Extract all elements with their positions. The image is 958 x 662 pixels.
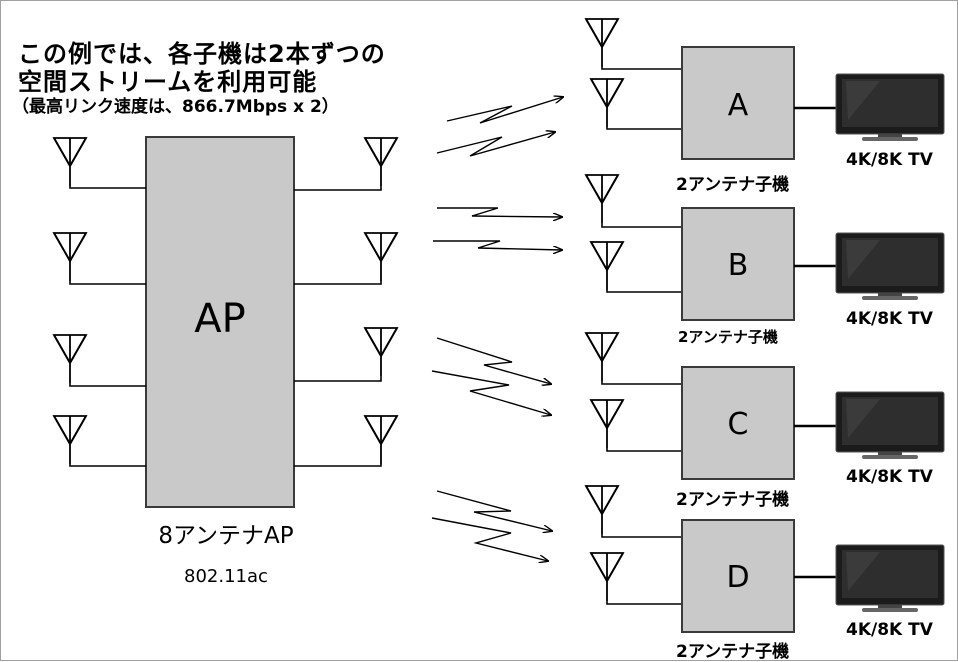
ap-antenna-right-4 xyxy=(294,416,397,466)
wireless-arrow-b1 xyxy=(437,208,562,217)
client-b-caption: 2アンテナ子機 xyxy=(678,326,778,347)
ap-antenna-left-1 xyxy=(54,138,146,188)
client-a-label: A xyxy=(682,88,794,123)
wireless-arrow-c2 xyxy=(432,371,551,415)
client-c-caption: 2アンテナ子機 xyxy=(676,485,789,510)
wireless-arrow-d1 xyxy=(437,491,552,531)
wireless-arrow-a1 xyxy=(447,97,563,123)
tv-b xyxy=(836,233,944,300)
ap-antenna-right-3 xyxy=(294,328,397,381)
ap-antenna-right-1 xyxy=(294,138,397,190)
client-c-label: C xyxy=(682,407,794,442)
tv-d-label: 4K/8K TV xyxy=(846,620,933,640)
tv-a xyxy=(836,74,944,141)
tv-b-label: 4K/8K TV xyxy=(846,309,933,329)
ap-antenna-left-3 xyxy=(54,335,146,386)
ap-box-label: AP xyxy=(146,296,294,342)
wireless-arrow-c1 xyxy=(437,338,551,384)
tv-a-label: 4K/8K TV xyxy=(846,150,933,170)
ap-caption: 8アンテナAP xyxy=(146,516,306,550)
ap-antenna-left-4 xyxy=(54,416,146,466)
wireless-arrow-a2 xyxy=(437,132,555,156)
tv-c xyxy=(836,392,944,459)
client-b-label: B xyxy=(682,248,794,283)
wireless-arrow-d2 xyxy=(432,518,548,561)
wireless-arrow-b2 xyxy=(433,241,562,250)
client-c-group xyxy=(586,333,838,479)
client-a-caption: 2アンテナ子機 xyxy=(676,170,789,195)
ap-antenna-left-2 xyxy=(54,233,146,284)
ap-standard: 802.11ac xyxy=(146,566,306,587)
client-d-label: D xyxy=(682,560,794,595)
tv-d xyxy=(836,545,944,612)
client-d-caption: 2アンテナ子機 xyxy=(676,637,789,662)
tv-c-label: 4K/8K TV xyxy=(846,467,933,487)
ap-antenna-right-2 xyxy=(294,233,397,284)
